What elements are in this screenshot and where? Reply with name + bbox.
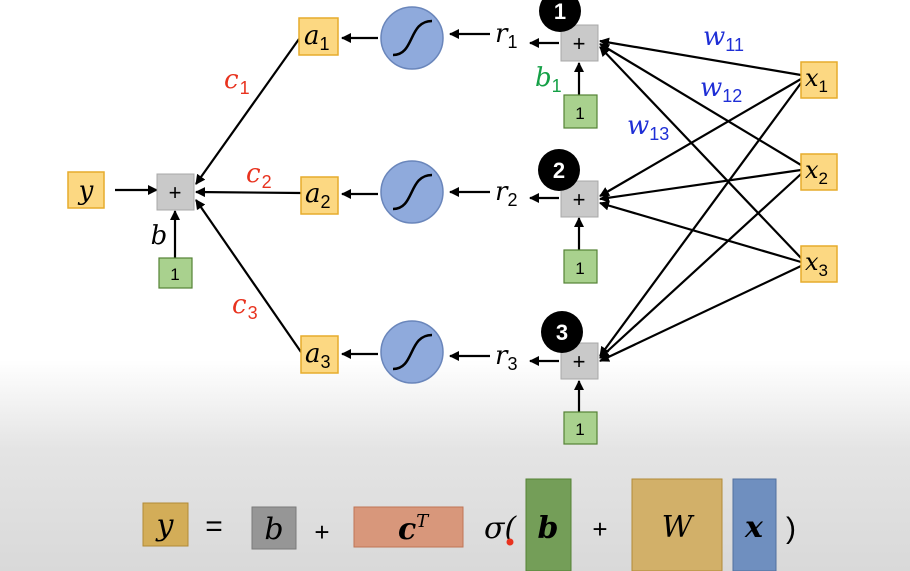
svg-text:a3: a3 [305, 339, 331, 372]
weight-w12: w12 [700, 73, 742, 106]
formula-close-paren: ) [786, 512, 796, 545]
hidden-edges [341, 29, 584, 412]
svg-text:x2: x2 [805, 156, 828, 188]
output-bias-b-label: b [151, 221, 168, 251]
output-sum-symbol: + [169, 180, 182, 205]
formula-cT-box: cT [353, 506, 464, 548]
edge-x1-to-sum3 [599, 82, 802, 357]
edge-x2-to-sum1 [599, 43, 802, 166]
neuron-number-badge-1: 1 [539, 0, 581, 32]
hidden-bias-b1-label: b1 [535, 63, 562, 96]
weight-w11: w11 [703, 22, 744, 55]
formula-b-box: b [251, 506, 297, 550]
output-node-y: y [67, 171, 105, 209]
formula-equals: = [205, 510, 223, 543]
neuron-number-badge-3: 3 [541, 311, 583, 353]
formula: y = b + cT σ( b + W x ) [142, 478, 796, 571]
svg-text:2: 2 [553, 158, 565, 183]
edge-a2-to-sum [195, 187, 302, 198]
activation-node-a1: a1 [298, 17, 339, 56]
svg-text:+: + [573, 31, 586, 56]
c-weight-labels: c1 c2 c3 [224, 65, 272, 323]
svg-text:W: W [662, 510, 695, 545]
hidden-bias-input-3: 1 [563, 411, 598, 445]
output-sum-node: + [156, 173, 195, 211]
edge-a1-to-sum [195, 38, 300, 185]
weight-c1: c1 [224, 65, 250, 98]
formula-plus-1: + [314, 517, 329, 547]
svg-text:cT: cT [398, 511, 430, 547]
weight-w13: w13 [627, 111, 669, 144]
activation-node-a2: a2 [300, 176, 339, 215]
formula-y-box: y [142, 502, 189, 547]
edge-x1-to-sum1 [599, 37, 802, 77]
edge-x3-to-sum3 [599, 265, 802, 362]
preactivation-r3: r3 [495, 341, 517, 374]
svg-text:a1: a1 [304, 21, 330, 54]
cursor-dot-icon [506, 538, 514, 546]
svg-text:x3: x3 [805, 248, 828, 280]
output-bias-input: 1 [158, 257, 193, 289]
edge-a3-to-sum [195, 199, 302, 353]
svg-text:1: 1 [575, 104, 584, 123]
output-edges [115, 38, 302, 353]
svg-text:a2: a2 [305, 179, 331, 212]
sigmoid-icon-2 [380, 160, 444, 224]
formula-plus-2: + [592, 514, 607, 544]
input-node-x3: x3 [800, 245, 838, 283]
svg-text:1: 1 [575, 259, 584, 278]
output-y-label: y [78, 176, 94, 206]
svg-text:b: b [538, 511, 559, 546]
edge-x3-to-sum2 [599, 200, 802, 264]
formula-W-matrix-box: W [631, 478, 723, 571]
activation-node-a3: a3 [300, 335, 339, 374]
sigmoid-icon-3 [380, 320, 444, 384]
preactivation-r2: r2 [495, 177, 517, 210]
formula-x-vector-box: x [732, 478, 777, 571]
svg-text:+: + [573, 349, 586, 374]
svg-text:y: y [155, 508, 175, 543]
weight-c2: c2 [246, 159, 272, 192]
input-edges [599, 37, 802, 362]
edge-x2-to-sum2 [599, 168, 802, 203]
preactivation-r1: r1 [495, 19, 517, 52]
w-weight-labels: w11 w12 w13 [627, 22, 744, 144]
hidden-sum-node-1: + [560, 24, 599, 62]
hidden-bias-input-1: 1 [563, 94, 598, 129]
svg-text:b: b [264, 512, 283, 547]
svg-text:3: 3 [556, 320, 568, 345]
edge-x2-to-sum3 [599, 173, 802, 359]
sigmoid-icon-1 [380, 6, 444, 70]
neuron-number-badge-2: 2 [538, 149, 580, 191]
svg-text:1: 1 [554, 0, 566, 24]
svg-text:x1: x1 [805, 64, 828, 96]
svg-text:1: 1 [575, 420, 584, 439]
hidden-bias-input-2: 1 [563, 249, 598, 284]
edge-x3-to-sum1 [599, 46, 802, 259]
weight-c3: c3 [232, 290, 258, 323]
output-bias-one: 1 [170, 265, 179, 284]
input-node-x1: x1 [800, 61, 838, 99]
svg-text:+: + [573, 187, 586, 212]
svg-text:x: x [744, 510, 764, 545]
edge-x1-to-sum2 [599, 78, 802, 197]
input-node-x2: x2 [800, 153, 838, 191]
formula-b-vector-box: b [525, 478, 572, 571]
